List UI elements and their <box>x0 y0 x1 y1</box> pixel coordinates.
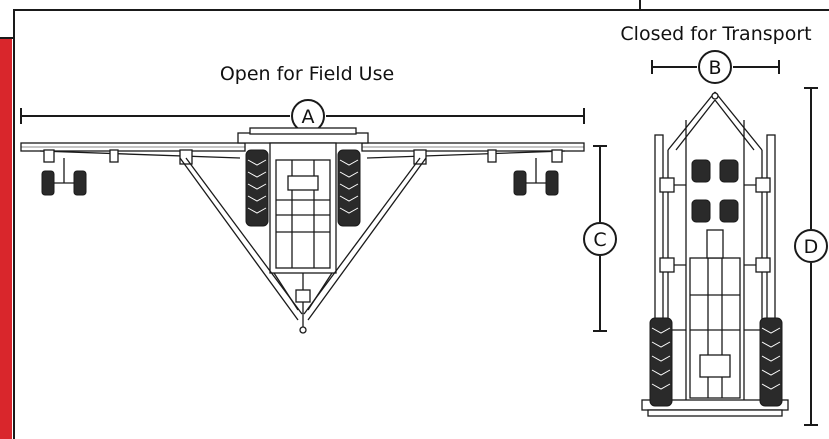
closed-view-title: Closed for Transport <box>620 23 811 45</box>
tire-treads-closed <box>651 327 781 390</box>
dimension-c-label: C <box>593 229 606 251</box>
tire-treads-open <box>247 159 359 214</box>
open-view-tires <box>41 149 559 227</box>
open-view-title: Open for Field Use <box>220 63 394 85</box>
dimension-d <box>794 87 828 426</box>
closed-machine-drawing <box>641 91 789 417</box>
open-machine-drawing <box>20 127 585 334</box>
dimension-a-label: A <box>302 106 315 128</box>
dimension-c <box>583 145 617 332</box>
outer-wheel-axles <box>54 158 546 184</box>
dimension-b <box>651 50 780 84</box>
dimension-a <box>20 99 585 133</box>
dimension-b-label: B <box>708 57 721 79</box>
dimension-d-label: D <box>804 236 819 258</box>
red-side-band <box>0 38 12 439</box>
closed-view-tires <box>649 159 783 407</box>
